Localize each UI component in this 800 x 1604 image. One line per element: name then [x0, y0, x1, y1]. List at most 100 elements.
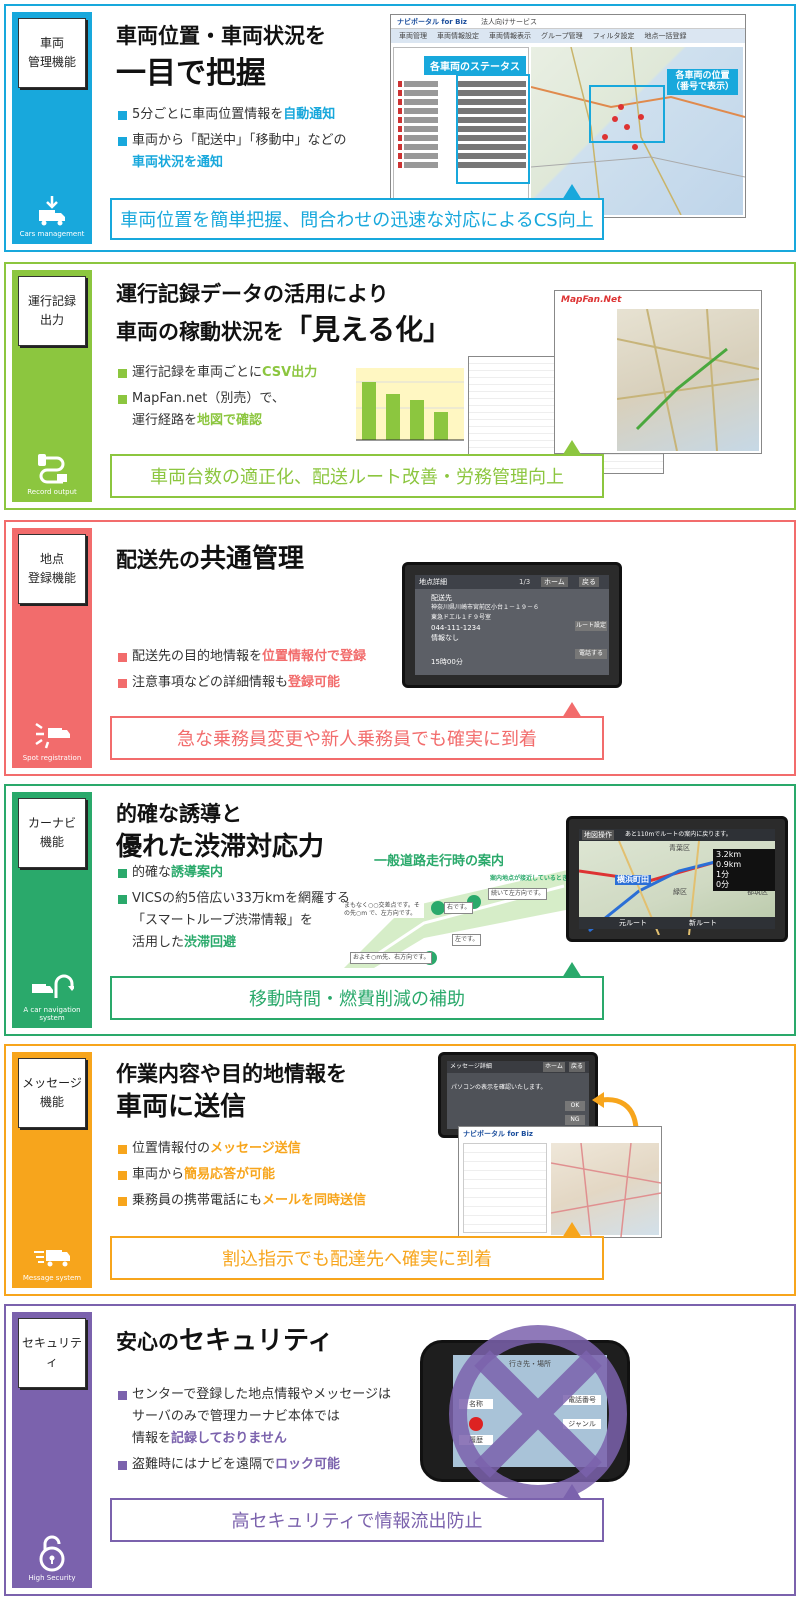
- section-banner: 移動時間・燃費削減の補助: [110, 962, 604, 1020]
- side-en-label: Spot registration: [22, 754, 82, 762]
- home-button[interactable]: ホーム: [541, 577, 568, 587]
- vehicle-list-panel: 各車両のステータス: [393, 47, 530, 215]
- back-button[interactable]: 戻る: [579, 577, 599, 587]
- side-label: セキュリティ: [18, 1318, 86, 1388]
- prohibited-cross-icon: [449, 1325, 627, 1503]
- message-map: [550, 1142, 661, 1237]
- place-label: 横浜町田: [615, 875, 651, 885]
- side-icon: Spot registration: [12, 718, 92, 762]
- truck-download-icon: [39, 196, 65, 226]
- time-2: 0分: [716, 880, 730, 889]
- side-icon: A car navigation system: [12, 970, 92, 1022]
- ng-button[interactable]: NG: [565, 1115, 585, 1125]
- message-screen: メッセージ詳細 ホーム 戻る パソコンの表示を確認いたします。 OK NG: [447, 1061, 589, 1129]
- ok-button[interactable]: OK: [565, 1101, 585, 1111]
- bullet-item: MapFan.net（別売）で、: [118, 388, 317, 410]
- side-en-label: Message system: [22, 1274, 82, 1282]
- app-tab[interactable]: 車両情報表示: [489, 32, 531, 40]
- side-label: メッセージ 機能: [18, 1058, 86, 1128]
- bullet-item: 盗難時にはナビを遠隔でロック可能: [118, 1454, 391, 1476]
- status-callout-label: 各車両のステータス: [424, 56, 526, 75]
- route-button[interactable]: ルート設定: [575, 621, 607, 631]
- menu-button-phone[interactable]: 電話番号: [563, 1395, 601, 1405]
- section-title-line1: 的確な誘導と: [116, 802, 242, 826]
- menu-button-genre[interactable]: ジャンル: [563, 1419, 601, 1429]
- bullet-list: 運行記録を車両ごとにCSV出力 MapFan.net（別売）で、 運行経路を地図…: [118, 362, 317, 436]
- app-tab[interactable]: 車両管理: [399, 32, 427, 40]
- spot-tel: 044-111-1234: [431, 624, 481, 632]
- spot-time: 15時00分: [431, 658, 463, 666]
- distance-1: 3.2km: [716, 850, 742, 859]
- section-title-line2: 一目で把握: [116, 56, 266, 91]
- app-title: ナビポータル for Biz: [463, 1130, 533, 1138]
- side-en-label: High Security: [28, 1574, 76, 1582]
- diagram-label: 続いて左方向です。: [488, 888, 548, 900]
- sidebar: 車両 管理機能 Cars management: [12, 12, 92, 244]
- side-icon: High Security: [12, 1534, 92, 1582]
- app-tab[interactable]: 車両情報設定: [437, 32, 479, 40]
- map-roads: [531, 47, 745, 215]
- section-title-line2: 車両の稼動状況を「見える化」: [116, 313, 452, 346]
- time-1: 1分: [716, 870, 730, 879]
- sidebar: カーナビ 機能 A car navigation system: [12, 792, 92, 1028]
- navi-screen: 地点詳細 1/3 ホーム 戻る 配送先 神奈川県川崎市宮前区小台１－１９－６ 東…: [415, 575, 609, 675]
- bullet-item: 的確な誘導案内: [118, 862, 350, 884]
- bullet-item-cont: 「スマートループ渋滞情報」を: [132, 913, 313, 928]
- app-tab[interactable]: グループ管理: [541, 32, 583, 40]
- bullet-item-cont: 活用した渋滞回避: [132, 935, 237, 950]
- side-label: カーナビ 機能: [18, 798, 86, 868]
- bullet-item: センターで登録した地点情報やメッセージは: [118, 1384, 391, 1406]
- nav-header[interactable]: 地図操作: [582, 830, 614, 840]
- app-tab[interactable]: フィルタ設定: [592, 32, 635, 40]
- section-title-line2: 車両に送信: [116, 1092, 247, 1122]
- side-icon: Cars management: [12, 194, 92, 238]
- section-banner: 割込指示でも配達先へ確実に到着: [110, 1222, 604, 1280]
- bullet-item: 5分ごとに車両位置情報を自動通知: [118, 104, 347, 126]
- bullet-list: 5分ごとに車両位置情報を自動通知 車両から「配送中」「移動中」などの 車両状況を…: [118, 104, 347, 178]
- bullet-item: 車両から「配送中」「移動中」などの: [118, 130, 347, 152]
- distance-2: 0.9km: [716, 860, 742, 869]
- bullet-item-cont: サーバのみで管理カーナビ本体では: [132, 1409, 340, 1424]
- diagram-title: 一般道路走行時の案内: [374, 854, 505, 869]
- sidebar: 運行記録 出力 Record output: [12, 270, 92, 502]
- map-callout-label: 各車両の位置 （番号で表示）: [667, 69, 739, 95]
- bullet-item-cont: 車両状況を通知: [132, 155, 224, 170]
- bullet-list: 的確な誘導案内 VICSの約5倍広い33万kmを網羅する 「スマートループ渋滞情…: [118, 862, 350, 958]
- place-label: 青葉区: [669, 844, 690, 852]
- side-icon: Message system: [12, 1242, 92, 1282]
- legend-new-route: 新ルート: [689, 919, 717, 927]
- screen-header: メッセージ詳細: [450, 1063, 492, 1070]
- bullet-item-cont: 運行経路を地図で確認: [132, 413, 263, 428]
- app-tab[interactable]: 地点一括登録: [644, 32, 687, 40]
- call-button[interactable]: 電話する: [575, 649, 607, 659]
- operation-status-chart: [334, 360, 466, 452]
- menu-button-name[interactable]: 名称: [459, 1399, 493, 1409]
- menu-title: 行き先・場所: [509, 1360, 551, 1368]
- side-label: 地点 登録機能: [18, 534, 86, 604]
- navi-device: 地点詳細 1/3 ホーム 戻る 配送先 神奈川県川崎市宮前区小台１－１９－６ 東…: [402, 562, 622, 688]
- home-button[interactable]: ホーム: [543, 1062, 565, 1072]
- side-label: 車両 管理機能: [18, 18, 86, 88]
- bullet-list: 配送先の目的地情報を位置情報付で登録 注意事項などの詳細情報も登録可能: [118, 646, 366, 698]
- diagram-label: 右です。: [444, 902, 474, 914]
- side-label: 運行記録 出力: [18, 276, 86, 346]
- section-title-line1: 運行記録データの活用により: [116, 282, 389, 306]
- web-app-screenshot: ナビポータル for Biz 法人向けサービス 車両管理 車両情報設定 車両情報…: [390, 14, 746, 218]
- guidance-diagram: 一般道路走行時の案内 およそ○m先、右方向です。 まもなく○○交差点です。その先…: [344, 850, 576, 968]
- app-title: ナビポータル for Biz: [397, 18, 467, 26]
- section-title: 配送先の共通管理: [116, 544, 305, 574]
- back-button[interactable]: 戻る: [569, 1062, 586, 1072]
- section-title-line1: 車両位置・車両状況を: [116, 24, 326, 48]
- bullet-item: VICSの約5倍広い33万kmを網羅する: [118, 888, 350, 910]
- section-spot-registration: 地点 登録機能 Spot registration 配送先の共通管理 配送先の目…: [4, 520, 796, 776]
- bullet-item-cont: 情報を記録しておりません: [132, 1431, 287, 1446]
- navi-map-screen: 地図操作 あと110mでルートの案内に戻ります。 青葉区 横浜町田 緑区 都筑区…: [579, 829, 775, 935]
- sidebar: メッセージ 機能 Message system: [12, 1052, 92, 1288]
- section-banner: 車両位置を簡単把握、問合わせの迅速な対応によるCS向上: [110, 184, 604, 240]
- section-car-navigation: カーナビ 機能 A car navigation system 的確な誘導と 優…: [4, 784, 796, 1036]
- message-text: パソコンの表示を確認いたします。: [451, 1084, 547, 1091]
- spot-note: 情報なし: [431, 634, 459, 642]
- bullet-item: 位置情報付のメッセージ送信: [118, 1138, 366, 1160]
- navi-device: メッセージ詳細 ホーム 戻る パソコンの表示を確認いたします。 OK NG: [438, 1052, 598, 1138]
- menu-button-history[interactable]: 履歴: [459, 1435, 493, 1445]
